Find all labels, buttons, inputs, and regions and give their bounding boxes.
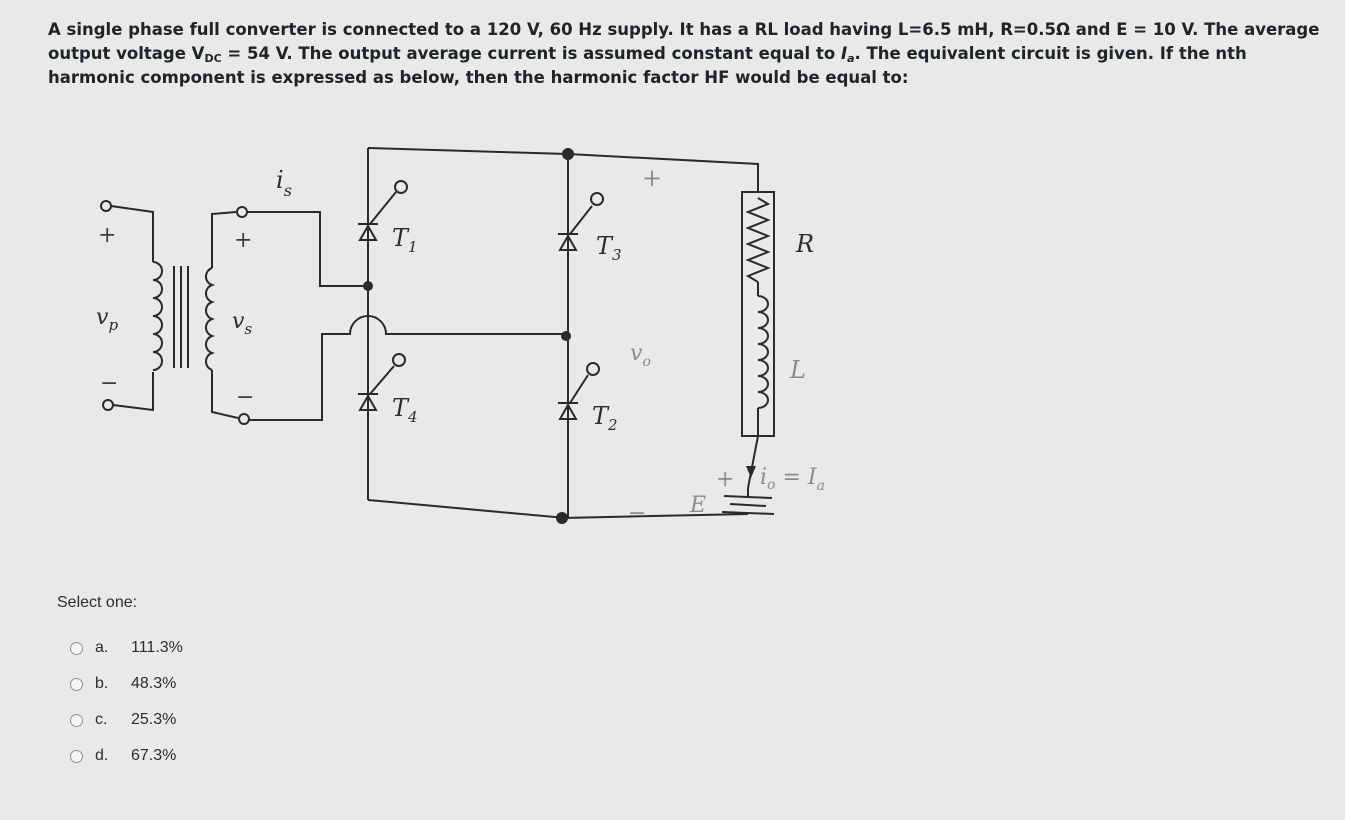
vo-label: vo	[630, 341, 651, 370]
transformer-core	[173, 266, 189, 368]
secondary-terminal-bottom	[238, 413, 250, 425]
radio-a-icon[interactable]	[70, 641, 83, 655]
io-label: io = Ia	[760, 465, 825, 494]
thyristor-t1	[358, 180, 408, 241]
option-c-letter: c.	[95, 711, 108, 728]
radio-d-icon[interactable]	[70, 749, 83, 763]
junction-t1-t4	[363, 281, 373, 291]
secondary-terminal-top	[236, 206, 248, 218]
question-part-1: A single phase full converter is connect…	[48, 20, 1320, 63]
t2-label: T2	[592, 402, 618, 434]
vdc-subscript: DC	[204, 52, 222, 65]
question-part-2: = 54 V. The output average current is as…	[221, 44, 841, 63]
option-b-value: 48.3%	[131, 675, 177, 692]
l-label: L	[789, 356, 806, 384]
option-a[interactable]: a. 111.3%	[70, 630, 183, 666]
radio-b-icon[interactable]	[70, 677, 83, 691]
resistor-r	[745, 197, 771, 283]
vo-plus-label: +	[642, 164, 662, 192]
option-a-value: 111.3%	[131, 639, 183, 656]
primary-coil	[152, 261, 163, 371]
thyristor-t3	[558, 192, 604, 251]
junction-t3-t2	[561, 331, 571, 341]
option-d-letter: d.	[95, 747, 109, 764]
option-d-value: 67.3%	[131, 747, 177, 764]
secondary-plus-label: +	[234, 228, 252, 253]
answer-options: a. 111.3% b. 48.3% c. 25.3% d. 67.3%	[70, 630, 183, 774]
option-d[interactable]: d. 67.3%	[70, 738, 183, 774]
thyristor-t2	[558, 362, 600, 420]
e-plus-label: +	[716, 467, 734, 492]
primary-terminal-top	[100, 200, 112, 212]
option-c[interactable]: c. 25.3%	[70, 702, 183, 738]
option-a-letter: a.	[95, 639, 109, 656]
vs-label: vs	[232, 309, 252, 338]
battery-e	[721, 488, 775, 515]
primary-minus-label: −	[100, 371, 118, 396]
vo-minus-label: −	[628, 501, 646, 526]
is-label: is	[276, 166, 292, 200]
t1-label: T1	[392, 224, 418, 256]
question-part-3: . The equivalent circuit is given. If th…	[48, 44, 1247, 87]
vp-label: vp	[96, 305, 118, 334]
t4-label: T4	[392, 394, 418, 426]
select-one-prompt: Select one:	[57, 594, 138, 611]
radio-c-icon[interactable]	[70, 713, 83, 727]
question-text: A single phase full converter is connect…	[48, 18, 1338, 90]
secondary-coil	[205, 267, 216, 371]
ia-symbol: I	[840, 44, 848, 63]
primary-terminal-bottom	[102, 399, 114, 411]
secondary-minus-label: −	[236, 385, 254, 410]
option-b[interactable]: b. 48.3%	[70, 666, 183, 702]
e-label: E	[689, 493, 706, 518]
primary-plus-label: +	[98, 223, 116, 248]
t3-label: T3	[596, 232, 622, 264]
r-label: R	[795, 230, 814, 258]
load-box	[741, 191, 775, 437]
current-arrow	[746, 466, 756, 478]
thyristor-t4	[358, 353, 406, 411]
ia-subscript: a	[847, 52, 855, 65]
inductor-l	[757, 295, 769, 409]
option-b-letter: b.	[95, 675, 109, 692]
option-c-value: 25.3%	[131, 711, 177, 728]
